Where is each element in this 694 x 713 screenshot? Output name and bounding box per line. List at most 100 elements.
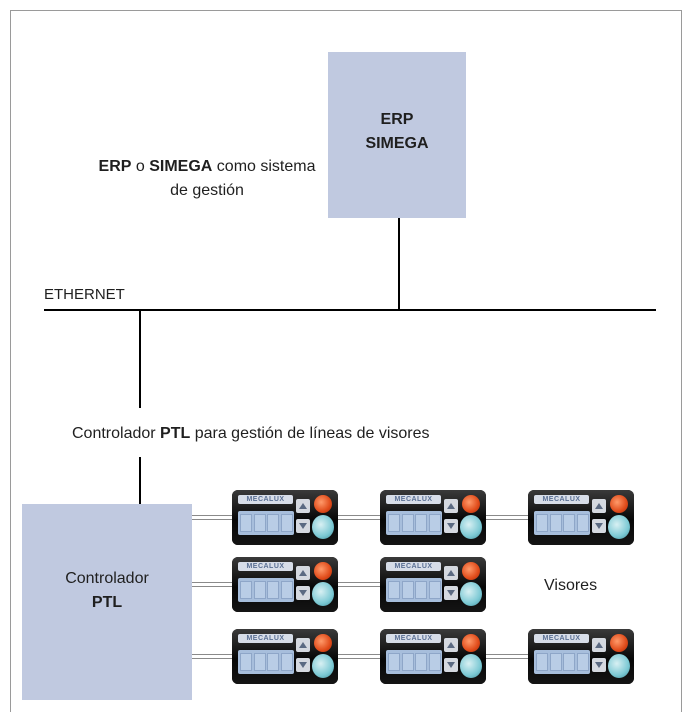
ptl-note-ptl: PTL: [160, 425, 191, 442]
visores-label: Visores: [544, 577, 598, 594]
visor-display: [238, 511, 294, 535]
visor-digit: [240, 581, 252, 599]
row1-connector-b: [338, 515, 380, 520]
erp-box-line1: ERP: [380, 111, 414, 128]
ptl-visor-device: MECALUX: [380, 629, 486, 684]
visor-up-key-icon: [592, 638, 606, 652]
visor-confirm-button-icon: [460, 515, 482, 539]
ptl-visor-device: MECALUX: [380, 557, 486, 612]
visor-red-light-icon: [610, 495, 628, 513]
visor-up-key-icon: [296, 638, 310, 652]
visor-digit: [240, 514, 252, 532]
ptl-controller-box: Controlador PTL: [22, 504, 192, 700]
row2-connector-a: [192, 582, 232, 587]
visor-display: [534, 511, 590, 535]
row3-connector-c: [486, 654, 528, 659]
visor-red-light-icon: [462, 634, 480, 652]
ptl-feed-line: [139, 457, 141, 504]
visor-down-key-icon: [296, 586, 310, 600]
visor-down-key-icon: [444, 658, 458, 672]
visor-digit: [388, 653, 400, 671]
visor-digit: [388, 514, 400, 532]
visor-digit: [267, 581, 279, 599]
visor-up-key-icon: [444, 566, 458, 580]
visor-confirm-button-icon: [608, 654, 630, 678]
visor-confirm-button-icon: [312, 654, 334, 678]
visor-display: [386, 578, 442, 602]
visor-digit: [401, 653, 414, 671]
visor-digit: [253, 581, 266, 599]
visor-down-key-icon: [296, 658, 310, 672]
ethernet-drop-line: [139, 311, 141, 408]
row3-connector-a: [192, 654, 232, 659]
row2-connector-b: [338, 582, 380, 587]
visor-up-key-icon: [296, 566, 310, 580]
visor-digit: [563, 653, 575, 671]
visor-digit: [280, 581, 293, 599]
visor-display: [534, 650, 590, 674]
ethernet-label: ETHERNET: [44, 286, 125, 303]
erp-connector-line: [398, 218, 400, 310]
visor-digit: [267, 653, 279, 671]
visor-logo: MECALUX: [534, 634, 589, 643]
visor-digit: [536, 514, 548, 532]
visor-logo: MECALUX: [238, 495, 293, 504]
diagram-frame: [10, 10, 682, 712]
visor-digit: [428, 581, 441, 599]
visor-digit: [428, 514, 441, 532]
visor-digit: [428, 653, 441, 671]
visor-digit: [267, 514, 279, 532]
visor-display: [238, 650, 294, 674]
visor-digit: [576, 653, 589, 671]
visor-display: [386, 511, 442, 535]
visor-down-key-icon: [296, 519, 310, 533]
visor-digit: [549, 653, 562, 671]
visor-digit: [536, 653, 548, 671]
visor-logo: MECALUX: [386, 634, 441, 643]
visor-confirm-button-icon: [312, 582, 334, 606]
visor-digit: [401, 514, 414, 532]
visor-confirm-button-icon: [312, 515, 334, 539]
ptl-note-part3: para gestión de líneas de visores: [190, 425, 430, 442]
erp-note-o: o: [131, 158, 150, 175]
visor-red-light-icon: [314, 495, 332, 513]
visor-digit: [253, 653, 266, 671]
visor-logo: MECALUX: [534, 495, 589, 504]
row1-connector-c: [486, 515, 528, 520]
ptl-box-line2: PTL: [91, 594, 123, 611]
erp-simega-box: ERP SIMEGA: [328, 52, 466, 218]
visor-digit: [549, 514, 562, 532]
row1-connector-a: [192, 515, 232, 520]
visor-red-light-icon: [314, 562, 332, 580]
visor-digit: [280, 653, 293, 671]
visor-red-light-icon: [314, 634, 332, 652]
ptl-note: Controlador PTL para gestión de líneas d…: [72, 422, 430, 446]
visor-digit: [401, 581, 414, 599]
visor-digit: [253, 514, 266, 532]
visor-digit: [280, 514, 293, 532]
visor-display: [238, 578, 294, 602]
ptl-box-line1: Controlador: [65, 570, 149, 587]
visor-up-key-icon: [296, 499, 310, 513]
visor-display: [386, 650, 442, 674]
visor-logo: MECALUX: [386, 562, 441, 571]
visor-digit: [388, 581, 400, 599]
visor-down-key-icon: [592, 658, 606, 672]
visor-digit: [415, 514, 427, 532]
ethernet-bus-line: [44, 309, 656, 311]
visor-up-key-icon: [444, 638, 458, 652]
visor-digit: [415, 653, 427, 671]
erp-note-rest: como sistema de gestión: [170, 158, 316, 199]
ptl-note-part1: Controlador: [72, 425, 161, 442]
visor-down-key-icon: [592, 519, 606, 533]
ptl-visor-device: MECALUX: [232, 490, 338, 545]
visor-digit: [576, 514, 589, 532]
erp-box-line2: SIMEGA: [365, 135, 429, 152]
erp-note-erp: ERP: [98, 158, 132, 175]
visor-logo: MECALUX: [386, 495, 441, 504]
visor-red-light-icon: [462, 495, 480, 513]
visor-red-light-icon: [462, 562, 480, 580]
ptl-visor-device: MECALUX: [528, 490, 634, 545]
ptl-visor-device: MECALUX: [232, 557, 338, 612]
visor-digit: [563, 514, 575, 532]
